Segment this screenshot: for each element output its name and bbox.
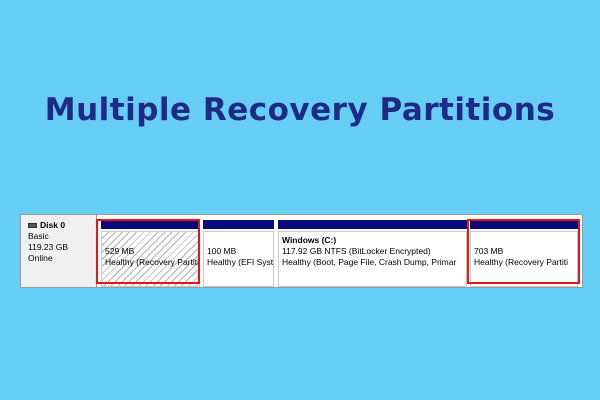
partition-status: Healthy (EFI Syst bbox=[207, 257, 274, 267]
partition-bar bbox=[203, 220, 274, 229]
partition-name: Windows (C:) bbox=[282, 235, 337, 245]
disk-0-row[interactable]: Disk 0 Basic 119.23 GB Online 529 MB Hea… bbox=[20, 214, 583, 288]
partition-status: Healthy (Recovery Partiti bbox=[105, 257, 200, 267]
partition-body: 100 MB Healthy (EFI Syst bbox=[203, 231, 274, 287]
page-title: Multiple Recovery Partitions bbox=[44, 92, 556, 128]
disk-name: Disk 0 bbox=[40, 220, 66, 230]
partition-bar bbox=[278, 220, 467, 229]
partition-status: Healthy (Recovery Partiti bbox=[474, 257, 569, 267]
disk-name-line: Disk 0 bbox=[28, 220, 96, 231]
partition-size: 703 MB bbox=[474, 246, 504, 256]
partition-recovery-1[interactable]: 529 MB Healthy (Recovery Partiti bbox=[101, 220, 200, 287]
partition-size: 529 MB bbox=[105, 246, 135, 256]
partition-windows-c[interactable]: Windows (C:) 117.92 GB NTFS (BitLocker E… bbox=[278, 220, 467, 287]
recovery-highlight-box-2 bbox=[467, 219, 580, 284]
partition-bar bbox=[101, 220, 200, 229]
partition-body: 529 MB Healthy (Recovery Partiti bbox=[101, 231, 200, 287]
partition-recovery-2[interactable]: 703 MB Healthy (Recovery Partiti bbox=[470, 220, 578, 287]
disk-type: Basic bbox=[28, 231, 49, 241]
partition-bar bbox=[470, 220, 578, 229]
partition-size: 117.92 GB NTFS (BitLocker Encrypted) bbox=[282, 246, 431, 256]
disk-status: Online bbox=[28, 253, 53, 263]
partition-body: 703 MB Healthy (Recovery Partiti bbox=[470, 231, 578, 287]
disk-info-panel[interactable]: Disk 0 Basic 119.23 GB Online bbox=[21, 215, 97, 287]
disk-icon bbox=[28, 223, 37, 228]
recovery-highlight-box-1 bbox=[96, 219, 200, 284]
disk-size: 119.23 GB bbox=[28, 242, 69, 252]
partition-efi[interactable]: 100 MB Healthy (EFI Syst bbox=[203, 220, 274, 287]
partition-status: Healthy (Boot, Page File, Crash Dump, Pr… bbox=[282, 257, 457, 267]
partition-body: Windows (C:) 117.92 GB NTFS (BitLocker E… bbox=[278, 231, 467, 287]
partition-size: 100 MB bbox=[207, 246, 237, 256]
